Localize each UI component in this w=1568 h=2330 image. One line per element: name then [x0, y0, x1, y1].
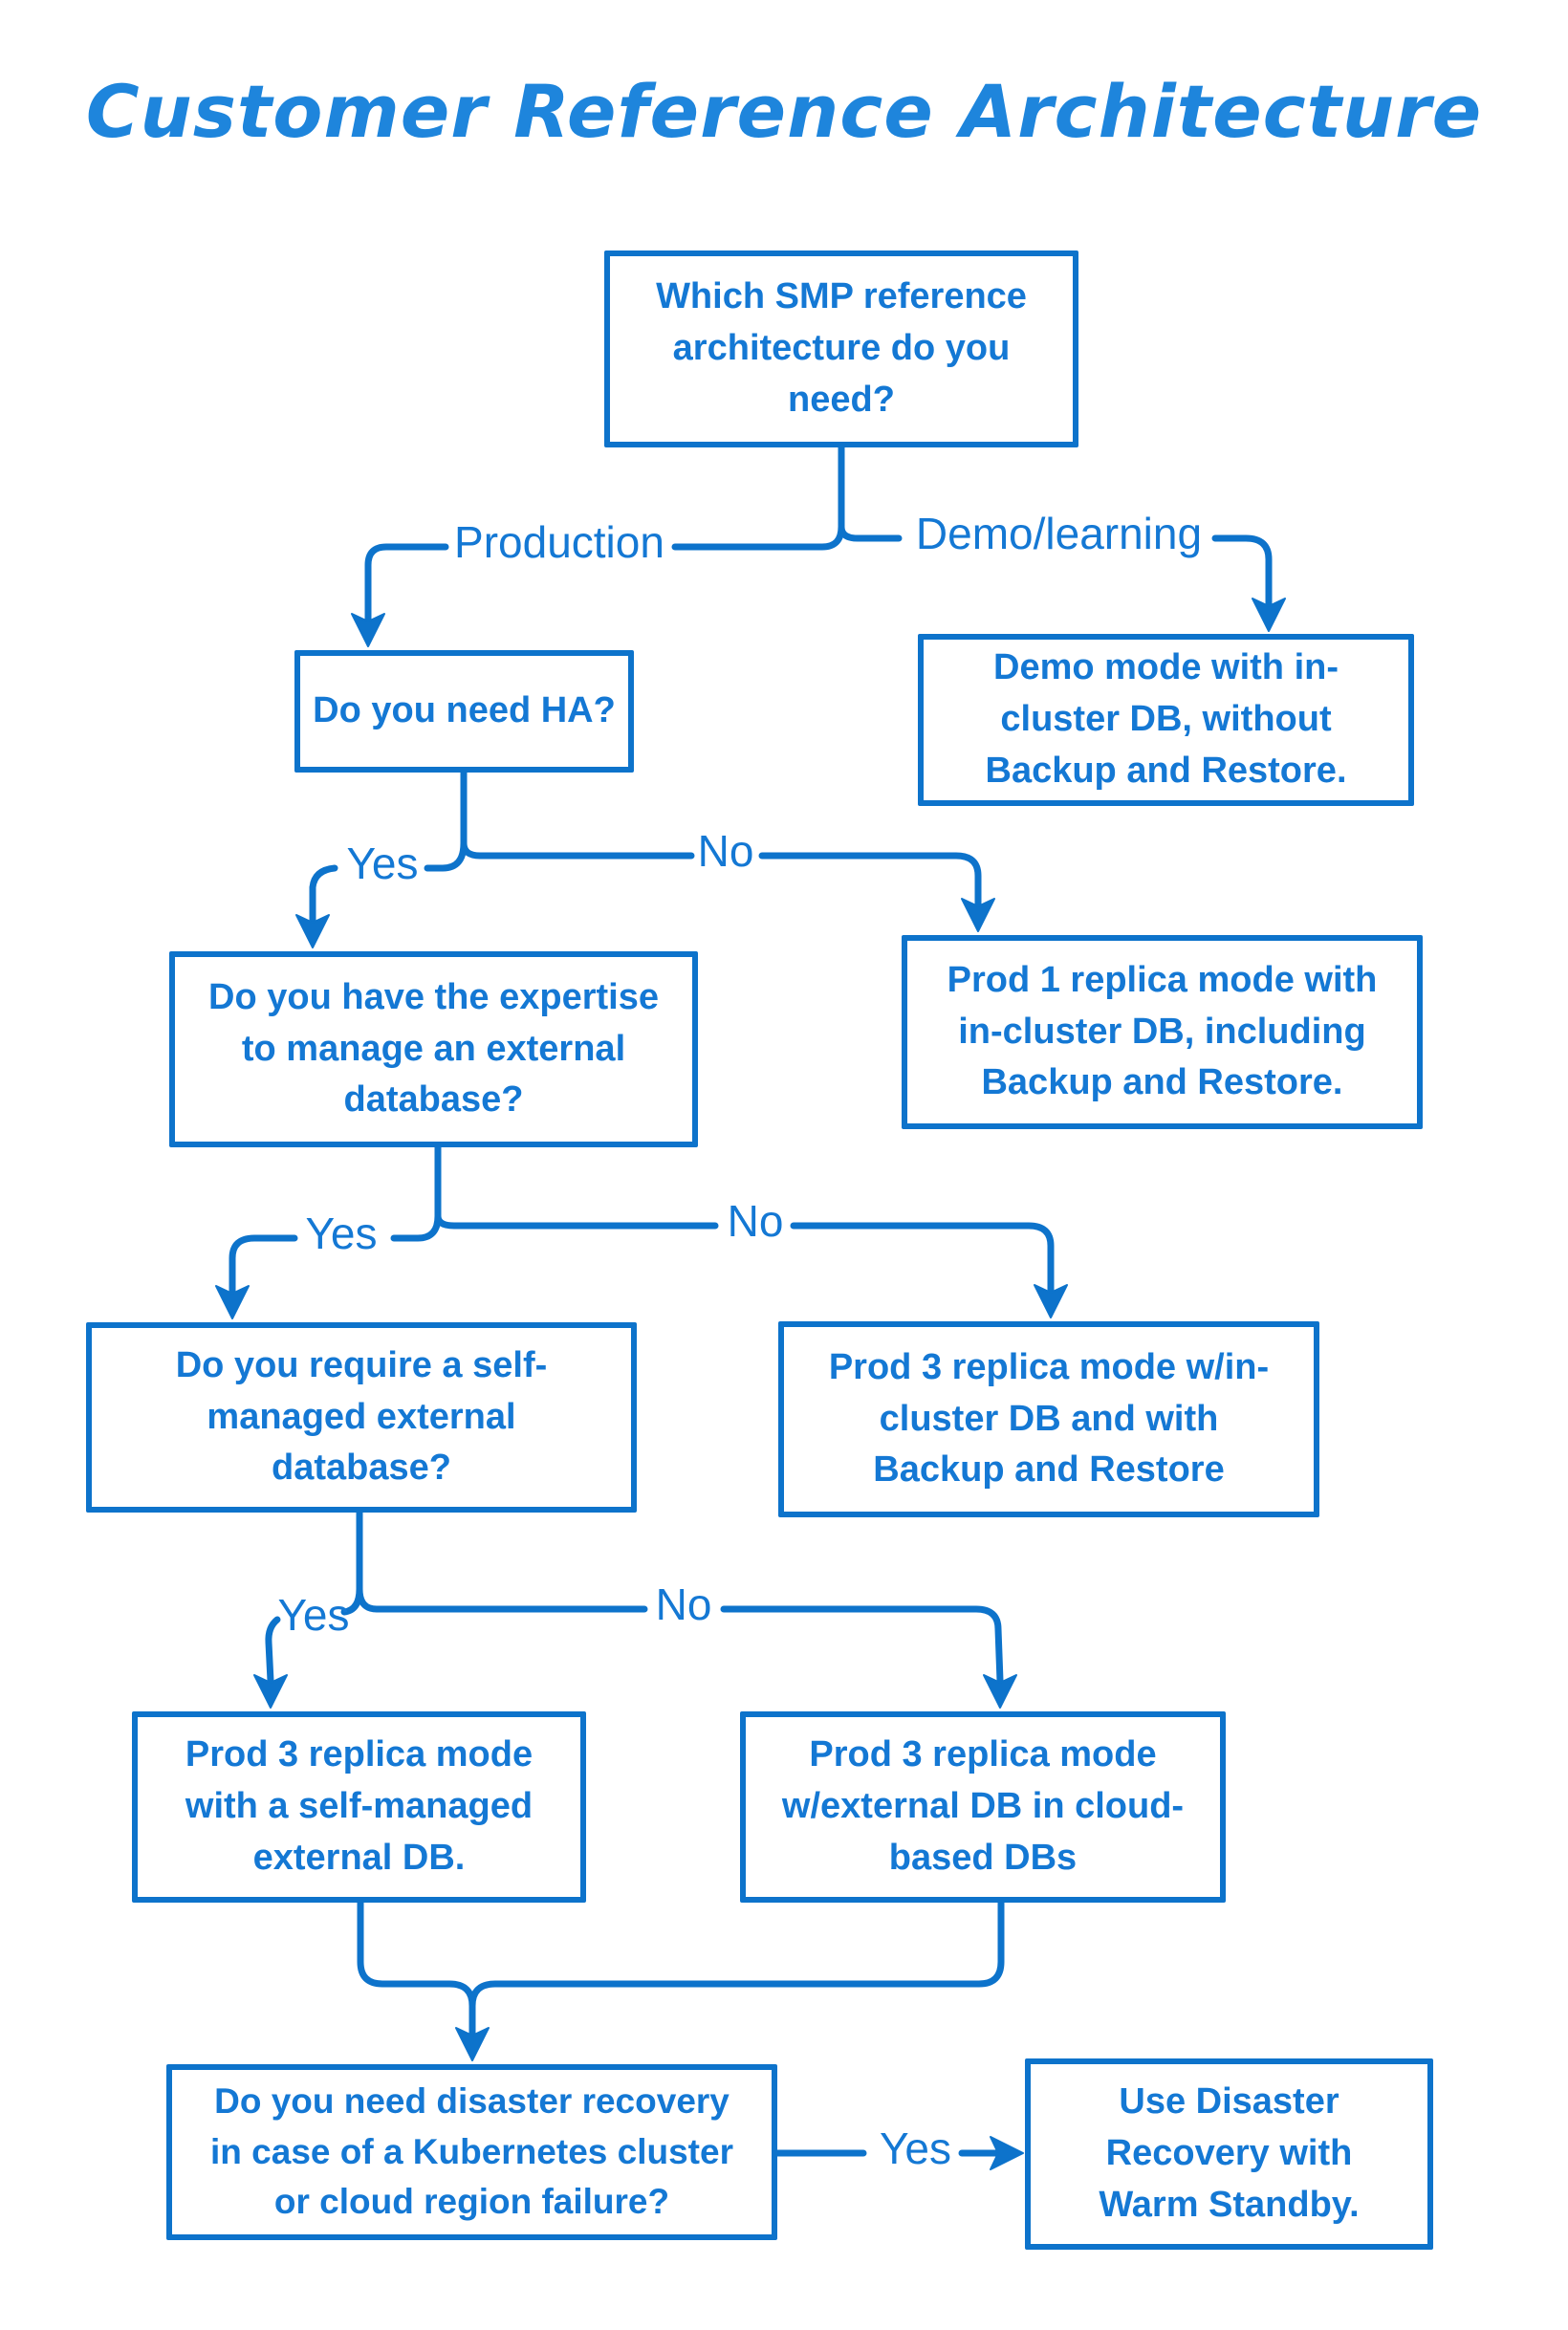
node-prod3-cloud: Prod 3 replica mode w/external DB in clo… — [740, 1711, 1226, 1903]
arrowhead-to-ha — [351, 613, 385, 647]
edge-ha-no-right-segment — [758, 852, 982, 908]
arrowhead-to-prod1 — [961, 898, 995, 932]
edge-expertise-yes-right-segment — [390, 1212, 442, 1242]
node-demo-mode: Demo mode with in- cluster DB, without B… — [918, 634, 1414, 806]
edge-demo-left-segment — [838, 523, 903, 542]
edge-ha-no-left-segment — [460, 839, 695, 860]
edge-ha-yes-left-segment — [309, 864, 338, 925]
arrowhead-to-demo — [1252, 598, 1286, 632]
node-expertise-question: Do you have the expertise to manage an e… — [169, 951, 698, 1147]
arrowhead-to-prod3-self-managed — [253, 1674, 288, 1709]
edge-label-dr-yes: Yes — [879, 2123, 952, 2173]
arrowhead-to-dr-question — [455, 2027, 490, 2061]
edge-label-self-managed-yes: Yes — [277, 1590, 350, 1640]
arrowhead-to-expertise — [295, 914, 330, 948]
edge-expertise-yes-left-segment — [229, 1234, 298, 1296]
node-prod1-incluster: Prod 1 replica mode with in-cluster DB, … — [902, 935, 1423, 1129]
node-need-ha: Do you need HA? — [294, 650, 634, 773]
edge-demo-right-segment — [1211, 534, 1273, 608]
edge-expertise-no-left-segment — [434, 1212, 719, 1230]
page-title: Customer Reference Architecture — [85, 69, 1483, 154]
arrowhead-to-prod3-incluster — [1034, 1284, 1068, 1318]
edge-label-expertise-yes: Yes — [305, 1209, 378, 1258]
node-disaster-recovery-question: Do you need disaster recovery in case of… — [166, 2064, 777, 2240]
node-prod3-self-managed: Prod 3 replica mode with a self-managed … — [132, 1711, 586, 1903]
arrowhead-to-warm-standby — [990, 2136, 1024, 2170]
arrowhead-to-self-managed-q — [215, 1285, 250, 1319]
edge-label-expertise-no: No — [727, 1196, 784, 1246]
edge-production-left-segment — [364, 543, 449, 623]
edge-label-self-managed-no: No — [655, 1579, 712, 1629]
edge-label-ha-no: No — [697, 826, 754, 876]
edge-label-ha-yes: Yes — [346, 838, 419, 888]
edge-label-demo-learning: Demo/learning — [915, 509, 1203, 558]
edge-self-managed-no-right-segment — [720, 1605, 1004, 1685]
edge-self-managed-no-left-segment — [356, 1585, 648, 1613]
edge-self-managed-yes-left-segment — [265, 1616, 281, 1685]
node-self-managed-question: Do you require a self- managed external … — [86, 1322, 637, 1513]
node-warm-standby: Use Disaster Recovery with Warm Standby. — [1025, 2058, 1433, 2250]
node-which-architecture: Which SMP reference architecture do you … — [604, 250, 1078, 447]
edge-label-production: Production — [454, 517, 664, 567]
node-prod3-incluster: Prod 3 replica mode w/in- cluster DB and… — [778, 1321, 1319, 1517]
edge-expertise-no-right-segment — [790, 1222, 1055, 1295]
arrowhead-to-prod3-cloud — [983, 1674, 1017, 1709]
edge-merge-right — [468, 1899, 1005, 2010]
edge-production-right-segment — [671, 523, 845, 551]
edge-merge-left — [357, 1899, 476, 2037]
